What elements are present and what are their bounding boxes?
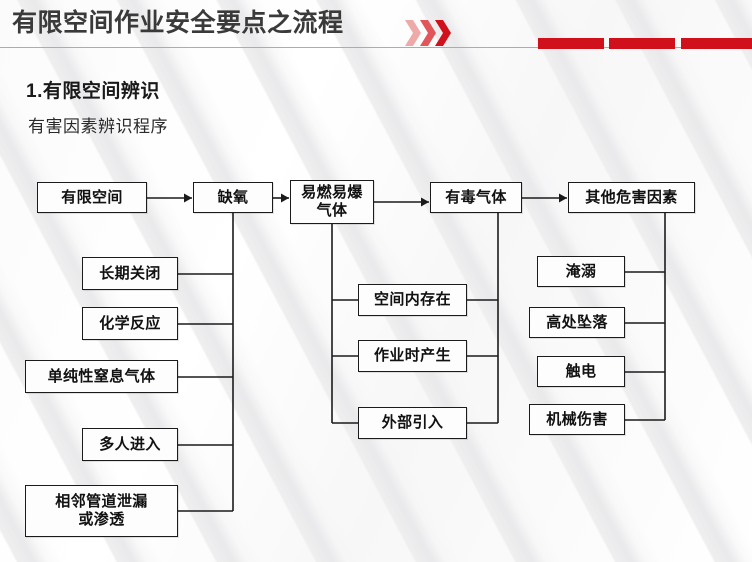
arrow-head-flammable-explosive-gas: [281, 193, 289, 203]
header-accent-block-3: [681, 38, 752, 49]
flow-node-chemical-reaction[interactable]: 化学反应: [82, 307, 178, 340]
flow-node-long-term-closed[interactable]: 长期关闭: [82, 257, 178, 290]
flow-node-toxic-gas[interactable]: 有毒气体: [430, 182, 522, 213]
double-chevron-right-icon: [404, 18, 466, 48]
header-accent-block-1: [538, 38, 604, 49]
flow-node-generated-during-work[interactable]: 作业时产生: [358, 340, 467, 372]
page-title: 有限空间作业安全要点之流程: [12, 9, 344, 37]
flow-node-simple-asphyxiant-gas[interactable]: 单纯性窒息气体: [25, 360, 178, 393]
flow-node-oxygen-deficiency[interactable]: 缺氧: [193, 182, 273, 213]
arrow-head-oxygen-deficiency: [184, 193, 192, 203]
header-accent-block-2: [609, 38, 675, 49]
flow-node-introduced-externally[interactable]: 外部引入: [358, 407, 467, 439]
arrow-head-toxic-gas: [421, 197, 429, 207]
flow-node-mechanical-injury[interactable]: 机械伤害: [529, 404, 625, 435]
section-heading: 1.有限空间辨识: [26, 81, 160, 102]
flow-node-flammable-explosive-gas[interactable]: 易燃易爆气体: [290, 180, 374, 224]
arrow-head-other-hazards: [559, 193, 567, 203]
flow-node-fall-from-height[interactable]: 高处坠落: [529, 307, 625, 338]
flow-node-other-hazards[interactable]: 其他危害因素: [568, 182, 695, 213]
flow-node-adjacent-pipe-leak[interactable]: 相邻管道泄漏或渗透: [25, 485, 178, 537]
section-subheading: 有害因素辨识程序: [28, 117, 168, 136]
flow-node-multiple-people-entry[interactable]: 多人进入: [82, 428, 178, 461]
flow-node-exists-in-space[interactable]: 空间内存在: [358, 284, 467, 316]
flow-node-electric-shock[interactable]: 触电: [537, 356, 625, 387]
slide-header: 有限空间作业安全要点之流程: [0, 0, 752, 56]
flow-node-confined-space[interactable]: 有限空间: [37, 182, 147, 213]
header-divider: [0, 47, 752, 48]
flow-node-drowning[interactable]: 淹溺: [537, 256, 625, 287]
